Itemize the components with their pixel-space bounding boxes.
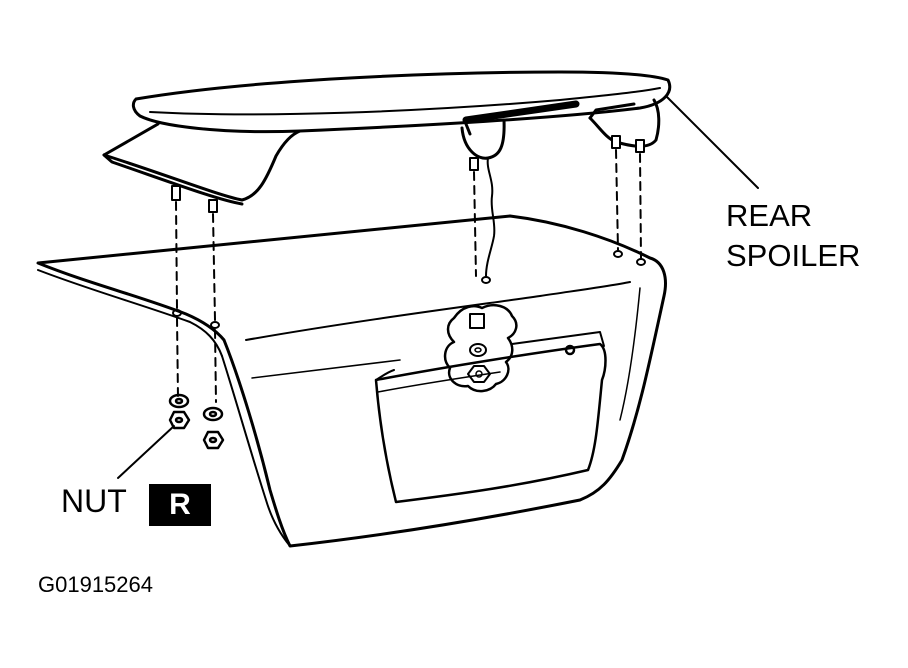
rear-spoiler xyxy=(102,70,672,206)
rear-spoiler-label-line2: SPOILER xyxy=(726,238,861,273)
rear-spoiler-leader-line xyxy=(665,95,759,189)
rear-spoiler-label-line1: REAR xyxy=(726,198,813,233)
figure-code: G01915264 xyxy=(38,572,153,597)
center-bracket xyxy=(443,304,518,393)
alignment-lines xyxy=(175,149,642,403)
nuts-and-washers xyxy=(168,393,225,450)
spoiler-studs xyxy=(171,135,645,213)
replace-badge: R xyxy=(149,484,211,526)
mounting-holes xyxy=(172,250,646,329)
nut-leader-line xyxy=(117,425,175,479)
license-plate-recess xyxy=(374,331,607,504)
nut-label: NUT xyxy=(61,483,127,519)
spoiler-wire xyxy=(485,157,496,277)
trunk-lid xyxy=(36,214,667,548)
